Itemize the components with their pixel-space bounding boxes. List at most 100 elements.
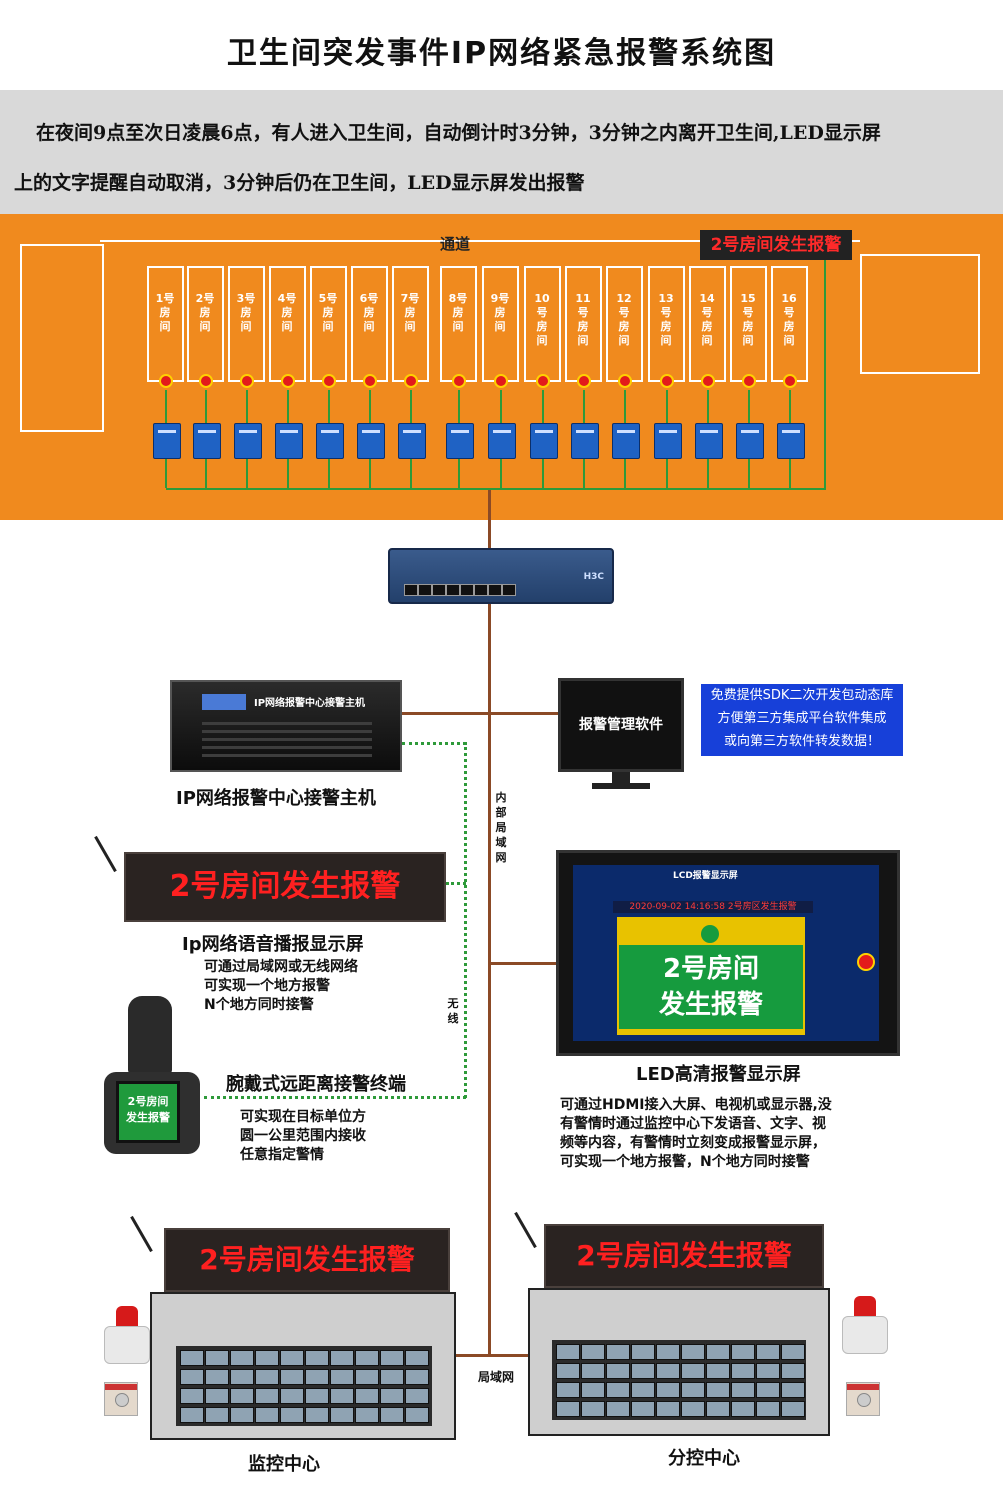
sos-button-left <box>104 1382 138 1416</box>
host-panel-label: IP网络报警中心接警主机 <box>254 698 366 709</box>
video-tile <box>230 1407 254 1423</box>
monitor-base <box>592 783 650 789</box>
room-label: 10号房间 <box>534 292 550 347</box>
video-tile <box>656 1363 680 1379</box>
led-hd-display: LCD报警显示屏 2020-09-02 14:16:58 2号房区发生报警 2号… <box>556 850 900 1056</box>
software-monitor: 报警管理软件 <box>558 678 684 772</box>
ip-alarm-module <box>612 423 640 459</box>
ip-alarm-module <box>488 423 516 459</box>
monitor-center-led: 2号房间发生报警 <box>164 1228 450 1292</box>
room-14 <box>689 266 726 382</box>
emergency-button <box>783 374 797 388</box>
room-15 <box>730 266 767 382</box>
video-tile <box>756 1382 780 1398</box>
page-title: 卫生间突发事件IP网络紧急报警系统图 <box>226 36 777 71</box>
video-tile <box>581 1401 605 1417</box>
sub-video-wall <box>552 1340 806 1420</box>
video-tile <box>556 1363 580 1379</box>
sub-antenna <box>514 1211 537 1249</box>
video-tile <box>180 1388 204 1404</box>
ip-alarm-module <box>398 423 426 459</box>
room-label: 9号房间 <box>490 292 510 333</box>
room-4 <box>269 266 306 382</box>
video-tile <box>606 1363 630 1379</box>
video-tile <box>355 1407 379 1423</box>
video-tile <box>781 1344 805 1360</box>
video-tile <box>330 1350 354 1366</box>
sdk-info-box: 免费提供SDK二次开发包动态库 方便第三方集成平台软件集成 或向第三方软件转发数… <box>701 684 903 756</box>
video-tile <box>380 1388 404 1404</box>
ip-alarm-module <box>316 423 344 459</box>
video-tile <box>581 1382 605 1398</box>
video-tile <box>756 1363 780 1379</box>
ip-alarm-module <box>530 423 558 459</box>
emergency-button <box>240 374 254 388</box>
sub-center-wall <box>528 1288 830 1436</box>
emergency-button <box>281 374 295 388</box>
room-5 <box>310 266 347 382</box>
sub-center-caption: 分控中心 <box>668 1448 740 1469</box>
video-tile <box>756 1401 780 1417</box>
trunk-line-1 <box>488 520 491 550</box>
video-tile <box>205 1369 229 1385</box>
emergency-button <box>701 374 715 388</box>
wireless-link-watch <box>204 1096 466 1099</box>
led-header: LCD报警显示屏 <box>673 871 738 881</box>
watch-strap <box>128 996 172 1074</box>
emergency-button <box>452 374 466 388</box>
monitor-center-wall <box>150 1292 456 1440</box>
emergency-button <box>742 374 756 388</box>
room-label: 3号房间 <box>236 292 256 333</box>
alarm-tag-line <box>824 244 826 490</box>
switch-port <box>488 584 502 596</box>
emergency-button <box>618 374 632 388</box>
wireless-link-host <box>402 742 466 745</box>
switch-port <box>460 584 474 596</box>
video-tile <box>631 1401 655 1417</box>
sdk-line-3: 或向第三方软件转发数据！ <box>723 734 880 749</box>
host-link <box>402 712 558 715</box>
video-tile <box>756 1344 780 1360</box>
ip-alarm-module <box>736 423 764 459</box>
room-13 <box>648 266 685 382</box>
video-tile <box>305 1388 329 1404</box>
video-tile <box>205 1388 229 1404</box>
switch-port <box>474 584 488 596</box>
video-tile <box>556 1382 580 1398</box>
room-1 <box>147 266 184 382</box>
monitor-stand <box>612 772 630 784</box>
emergency-button <box>159 374 173 388</box>
ip-alarm-module <box>234 423 262 459</box>
sdk-line-2: 方便第三方集成平台软件集成 <box>717 711 887 726</box>
video-tile <box>280 1369 304 1385</box>
plan-wall-right <box>860 254 980 374</box>
video-tile <box>280 1407 304 1423</box>
watch-notes: 可实现在目标单位方 圆一公里范围内接收 任意指定警情 <box>240 1109 366 1163</box>
video-tile <box>380 1369 404 1385</box>
emergency-button <box>322 374 336 388</box>
video-tile <box>781 1401 805 1417</box>
bus-line <box>166 488 826 490</box>
emergency-button <box>536 374 550 388</box>
video-tile <box>305 1350 329 1366</box>
video-tile <box>230 1388 254 1404</box>
switch-port <box>404 584 418 596</box>
video-tile <box>180 1369 204 1385</box>
plan-wall-top <box>100 240 860 242</box>
video-tile <box>355 1388 379 1404</box>
room-label: 2号房间 <box>195 292 215 333</box>
video-tile <box>731 1344 755 1360</box>
video-tile <box>405 1350 429 1366</box>
switch-port <box>418 584 432 596</box>
led-alarm-icon <box>857 953 875 971</box>
voice-notes: 可通过局域网或无线网络 可实现一个地方报警 N个地方同时接警 <box>204 959 358 1013</box>
video-tile <box>656 1382 680 1398</box>
wireless-link-vertical <box>464 742 467 1098</box>
video-tile <box>405 1407 429 1423</box>
room-label: 15号房间 <box>740 292 756 347</box>
led-caption: LED高清报警显示屏 <box>636 1064 801 1085</box>
video-tile <box>681 1344 705 1360</box>
switch-port <box>502 584 516 596</box>
video-tile <box>781 1382 805 1398</box>
ip-alarm-module <box>275 423 303 459</box>
